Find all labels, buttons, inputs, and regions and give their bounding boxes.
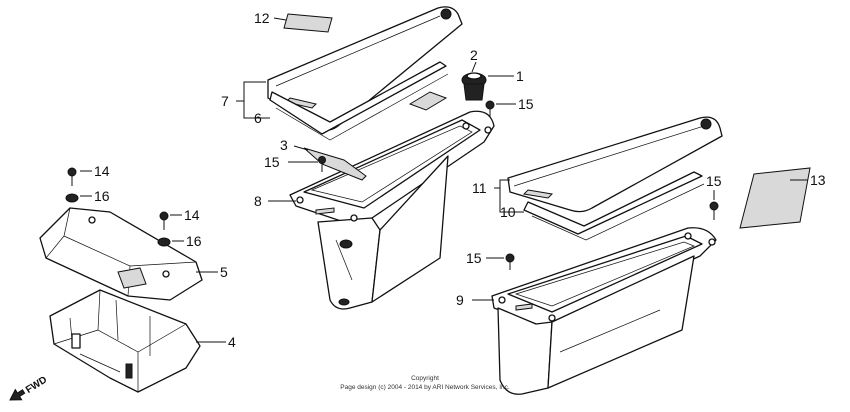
callout-10: 10: [500, 204, 516, 220]
callout-15-b: 15: [264, 154, 280, 170]
grommet-16-b[interactable]: [157, 237, 171, 247]
callout-8: 8: [254, 193, 262, 209]
screw-14-a[interactable]: [67, 167, 77, 186]
callout-15-c: 15: [706, 173, 722, 189]
label-plate-12[interactable]: [283, 13, 333, 33]
callout-13: 13: [810, 172, 826, 188]
lower-lid-11[interactable]: [507, 116, 723, 241]
callout-16-a: 16: [94, 188, 110, 204]
callout-12: 12: [254, 10, 270, 26]
callout-14-b: 14: [184, 207, 200, 223]
callout-7: 7: [221, 93, 229, 109]
upper-box-8[interactable]: [289, 110, 495, 310]
callout-5: 5: [220, 264, 228, 280]
screw-15-a[interactable]: [485, 100, 495, 118]
copyright-line-2: Page design (c) 2004 - 2014 by ARI Netwo…: [340, 384, 510, 391]
callout-16-b: 16: [186, 233, 202, 249]
grommet-16-a[interactable]: [65, 193, 79, 203]
callout-6: 6: [254, 110, 262, 126]
latch-plate-2[interactable]: [408, 91, 448, 111]
callout-15-d: 15: [466, 250, 482, 266]
screw-14-b[interactable]: [159, 211, 169, 230]
callout-11: 11: [472, 180, 487, 196]
screw-15-d[interactable]: [505, 253, 515, 270]
lock-cylinder-1[interactable]: [461, 72, 487, 101]
upper-lid-7[interactable]: [267, 6, 463, 141]
callout-14-a: 14: [94, 163, 110, 179]
label-plate-13[interactable]: [739, 167, 811, 229]
lower-box-9[interactable]: [491, 227, 717, 395]
screw-15-c[interactable]: [709, 201, 719, 220]
fwd-arrow: FWD: [9, 374, 49, 401]
callout-3: 3: [280, 137, 288, 153]
callout-4: 4: [228, 334, 236, 350]
copyright-line-1: Copyright: [411, 375, 439, 382]
callout-2: 2: [470, 47, 478, 63]
callout-9: 9: [456, 292, 464, 308]
callout-1: 1: [516, 68, 524, 84]
base-4[interactable]: [49, 289, 201, 393]
fwd-label: FWD: [24, 374, 49, 395]
cover-5[interactable]: [39, 207, 203, 301]
callout-15-a: 15: [518, 96, 534, 112]
leader-lines: [80, 17, 808, 343]
screw-15-b[interactable]: [318, 156, 326, 173]
